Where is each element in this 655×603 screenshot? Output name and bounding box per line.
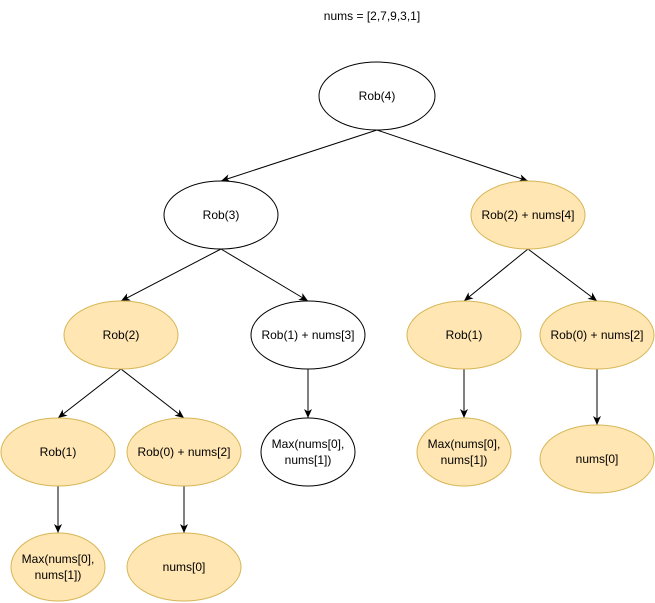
node-label: nums[0] bbox=[163, 560, 206, 574]
node-shape bbox=[0, 417, 116, 487]
edge-rob3-to-rob2 bbox=[120, 248, 222, 302]
node-rob3: Rob(3) bbox=[163, 180, 279, 250]
node-nums0_right: nums[0] bbox=[539, 424, 655, 494]
node-rob1_left: Rob(1) bbox=[0, 417, 116, 487]
node-label: nums[1]) bbox=[285, 453, 332, 467]
node-shape bbox=[10, 532, 106, 602]
diagram-title: nums = [2,7,9,3,1] bbox=[324, 9, 420, 23]
node-shape bbox=[470, 180, 586, 250]
node-nums0_left: nums[0] bbox=[126, 532, 242, 602]
node-shape bbox=[163, 180, 279, 250]
node-label: Max(nums[0], bbox=[22, 552, 95, 566]
node-shape bbox=[126, 532, 242, 602]
node-shape bbox=[539, 300, 655, 370]
node-rob0_nums2_left: Rob(0) + nums[2] bbox=[126, 417, 242, 487]
node-label: Rob(1) bbox=[40, 445, 77, 459]
edge-rob2_nums4-to-rob0_nums2_right bbox=[527, 248, 598, 302]
node-label: Rob(2) + nums[4] bbox=[481, 208, 574, 222]
node-shape bbox=[539, 424, 655, 494]
node-rob2_nums4: Rob(2) + nums[4] bbox=[470, 180, 586, 250]
node-max_left: Max(nums[0], nums[1]) bbox=[10, 532, 106, 602]
node-label: Rob(4) bbox=[359, 89, 396, 103]
edge-rob2-to-rob0_nums2_left bbox=[120, 368, 185, 419]
node-label: nums[1]) bbox=[35, 568, 82, 582]
node-rob1_nums3: Rob(1) + nums[3] bbox=[250, 300, 366, 370]
node-shape bbox=[318, 61, 436, 131]
node-shape bbox=[416, 417, 512, 487]
edge-rob2-to-rob1_left bbox=[57, 368, 122, 419]
node-rob0_nums2_right: Rob(0) + nums[2] bbox=[539, 300, 655, 370]
node-label: nums[1]) bbox=[441, 453, 488, 467]
edge-rob4-to-rob3 bbox=[220, 129, 378, 183]
edge-rob3-to-rob1_nums3 bbox=[220, 248, 309, 302]
node-max_right: Max(nums[0], nums[1]) bbox=[416, 417, 512, 487]
node-label: Max(nums[0], bbox=[428, 437, 501, 451]
node-label: nums[0] bbox=[576, 452, 619, 466]
node-rob4: Rob(4) bbox=[318, 61, 436, 131]
edge-rob4-to-rob2_nums4 bbox=[376, 129, 529, 182]
node-shape bbox=[250, 300, 366, 370]
node-rob2: Rob(2) bbox=[63, 300, 179, 370]
node-shape bbox=[126, 417, 242, 487]
node-label: Rob(1) + nums[3] bbox=[261, 328, 354, 342]
node-label: Rob(2) bbox=[103, 328, 140, 342]
node-shape bbox=[260, 417, 356, 487]
node-max_mid: Max(nums[0], nums[1]) bbox=[260, 417, 356, 487]
node-label: Rob(1) bbox=[446, 328, 483, 342]
edges-layer bbox=[54, 129, 601, 533]
node-shape bbox=[406, 300, 522, 370]
edge-rob2_nums4-to-rob1_right bbox=[463, 248, 529, 302]
node-label: Max(nums[0], bbox=[272, 437, 345, 451]
node-label: Rob(3) bbox=[203, 208, 240, 222]
nodes-layer: Rob(4) Rob(3) Rob(2) + nums[4] Rob(2) Rob(1)… bbox=[0, 61, 655, 602]
node-rob1_right: Rob(1) bbox=[406, 300, 522, 370]
node-label: Rob(0) + nums[2] bbox=[137, 445, 230, 459]
node-shape bbox=[63, 300, 179, 370]
node-label: Rob(0) + nums[2] bbox=[550, 328, 643, 342]
